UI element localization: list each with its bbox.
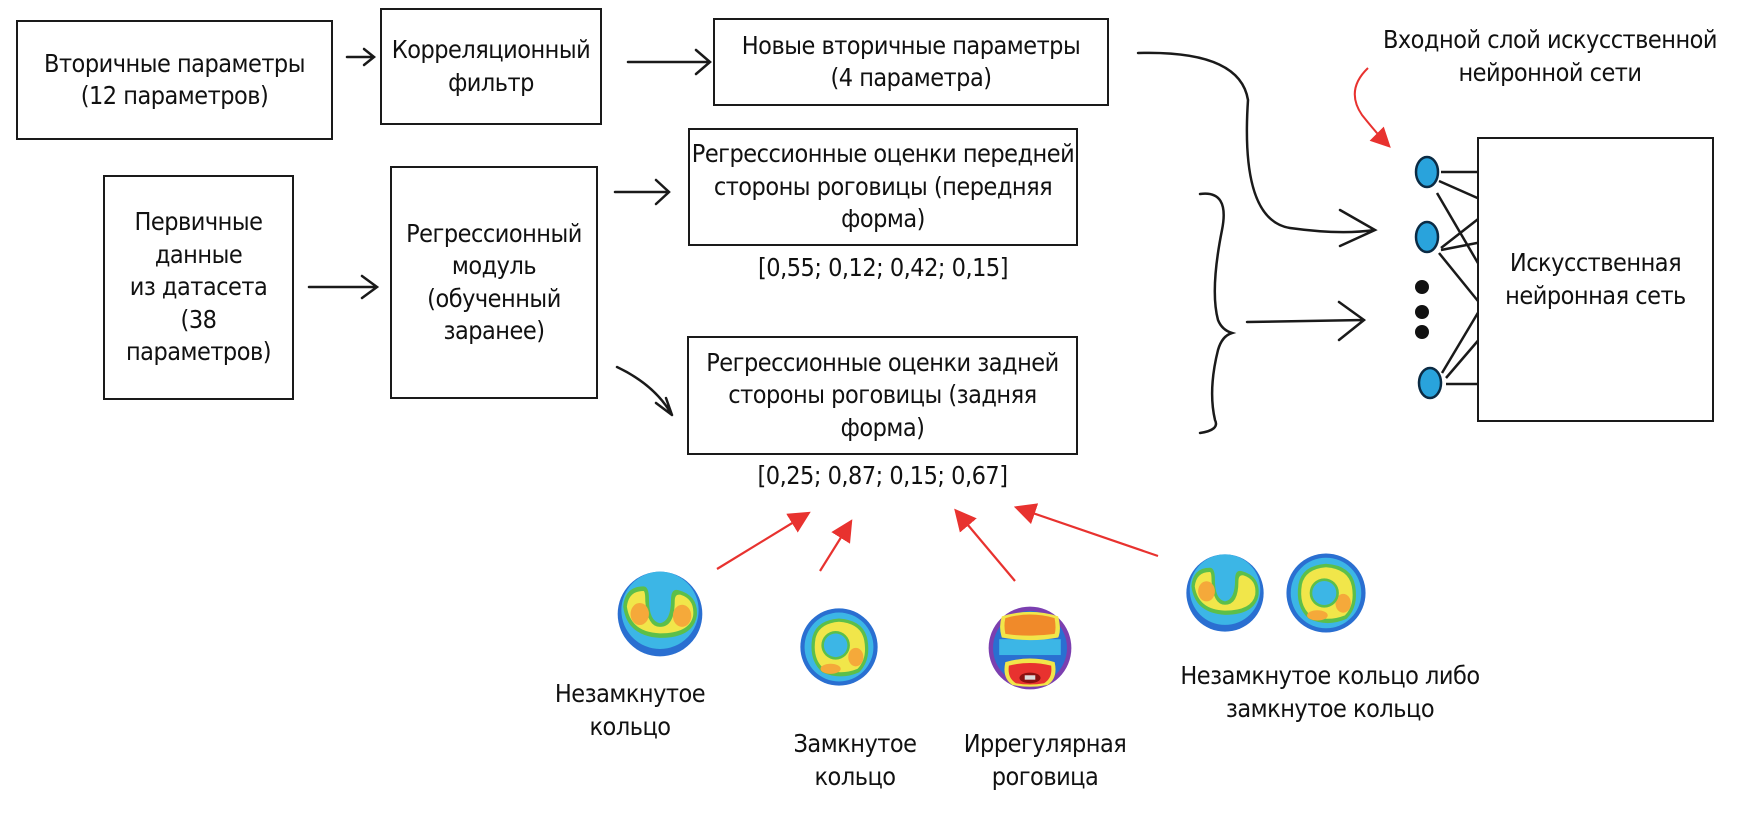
example-label-open-or-closed: Незамкнутое кольцо либо замкнутое кольцо (1180, 661, 1480, 723)
anterior-vector: [0,55; 0,12; 0,42; 0,15] (758, 253, 1008, 282)
corneal-map-open-ring-2 (1186, 554, 1264, 632)
arrow-secondary-to-filter (345, 47, 377, 67)
example-label-closed-ring: Замкнутое кольцо (793, 729, 917, 791)
example-label-irregular: Иррегулярная роговица (963, 729, 1127, 791)
corneal-map-irregular (988, 606, 1072, 690)
arrow-regression-to-anterior (613, 178, 671, 206)
regression-module-box: Регрессионный модуль (обученный заранее) (390, 166, 598, 399)
neural-network-box: Искусственная нейронная сеть (1477, 137, 1714, 422)
example-label-open-ring: Незамкнутое кольцо (554, 679, 706, 741)
input-node (1414, 220, 1440, 254)
ellipsis-dot (1415, 280, 1429, 294)
corneal-map-closed-ring-2 (1286, 553, 1366, 633)
example-arrow (716, 511, 811, 570)
arrow-filter-to-new-params (626, 48, 712, 76)
arrow-primary-to-regression (307, 274, 380, 300)
input-layer-nodes (1414, 155, 1443, 400)
anterior-estimates-text: Регрессионные оценки передней стороны ро… (691, 139, 1075, 234)
correlation-filter-box: Корреляционный фильтр (380, 8, 602, 125)
ellipsis-dot (1415, 305, 1429, 319)
correlation-filter-text: Корреляционный фильтр (391, 35, 591, 97)
posterior-estimates-box: Регрессионные оценки задней стороны рого… (687, 336, 1078, 455)
example-arrows (716, 503, 1159, 582)
input-layer-label: Входной слой искусственной нейронной сет… (1382, 25, 1718, 87)
example-arrow (819, 519, 853, 572)
ellipsis-dots (1415, 280, 1429, 339)
corneal-map-open-ring (617, 571, 703, 657)
regression-module-text: Регрессионный модуль (обученный заранее) (406, 218, 582, 346)
anterior-estimates-box: Регрессионные оценки передней стороны ро… (688, 128, 1078, 246)
primary-data-text: Первичные данные из датасета (38 парамет… (125, 207, 272, 367)
example-arrow (1013, 503, 1159, 558)
secondary-params-box: Вторичные параметры (12 параметров) (16, 20, 333, 140)
arrow-regression-to-posterior (615, 365, 674, 417)
input-node (1417, 366, 1443, 400)
network-connections (1435, 170, 1484, 386)
corneal-map-closed-ring (800, 608, 878, 686)
new-secondary-params-box: Новые вторичные параметры (4 параметра) (713, 18, 1109, 106)
arrow-brace-to-network (1245, 300, 1367, 342)
primary-data-box: Первичные данные из датасета (38 парамет… (103, 175, 294, 400)
ellipsis-dot (1415, 325, 1429, 339)
example-arrow (954, 508, 1016, 582)
curly-brace (1198, 192, 1237, 435)
input-node (1414, 155, 1440, 189)
secondary-params-text: Вторичные параметры (12 параметров) (44, 48, 305, 111)
arrow-new-params-to-network (1136, 51, 1378, 248)
posterior-estimates-text: Регрессионные оценки задней стороны рого… (706, 347, 1059, 442)
neural-network-text: Искусственная нейронная сеть (1505, 248, 1686, 310)
posterior-vector: [0,25; 0,87; 0,15; 0,67] (757, 461, 1008, 490)
input-layer-pointer-arrow (1353, 67, 1391, 148)
new-secondary-params-text: Новые вторичные параметры (4 параметра) (741, 30, 1081, 93)
